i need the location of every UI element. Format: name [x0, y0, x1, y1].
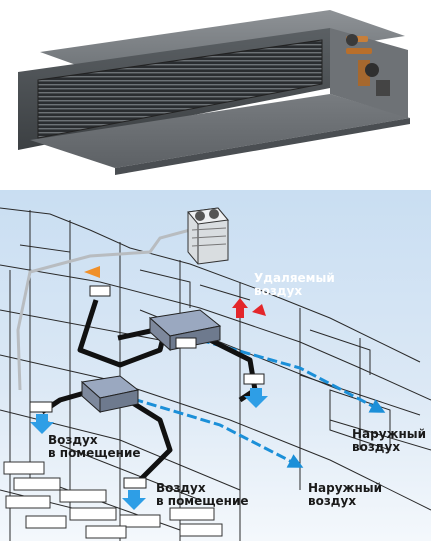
room-air-label-2-line1: Воздух: [156, 481, 206, 495]
room-terminal: [29, 401, 53, 413]
outside-air-label-2-line2: воздух: [308, 494, 357, 508]
refrigerant-pipes: [346, 34, 390, 96]
room-terminal: [243, 373, 265, 385]
ducted-unit-photo: [18, 10, 410, 175]
red-exhaust-arrow-icon: [232, 298, 266, 318]
exhaust-air-label: Удаляемый воздух: [254, 272, 335, 298]
blue-supply-arrow-icon: [30, 388, 268, 510]
outside-air-label-2: Наружный воздух: [308, 482, 382, 508]
ventilation-scheme: [0, 190, 431, 541]
refrigerant-line: [16, 228, 191, 391]
orange-arrow-icon: [84, 266, 100, 278]
room-terminal: [123, 477, 147, 489]
room-air-label-1-line1: Воздух: [48, 433, 98, 447]
room-terminal: [89, 285, 111, 297]
unit-bottom-flange: [30, 94, 410, 168]
room-terminal: [175, 337, 197, 349]
outdoor-unit-icon: [187, 207, 229, 265]
exhaust-air-label-line1: Удаляемый: [254, 271, 335, 285]
office-furniture: [3, 461, 223, 539]
room-air-label-1-line2: в помещение: [48, 446, 141, 460]
room-air-label-2-line2: в помещение: [156, 494, 249, 508]
outside-air-label-1-line2: воздух: [352, 440, 401, 454]
unit-air-grill: [37, 39, 323, 139]
room-air-label-2: Воздух в помещение: [156, 482, 249, 508]
outside-air-label-1-line1: Наружный: [352, 427, 427, 441]
room-air-label-1: Воздух в помещение: [48, 434, 141, 460]
outside-air-label-2-line1: Наружный: [308, 481, 383, 495]
exhaust-air-label-line2: воздух: [254, 284, 303, 298]
indoor-ducted-unit-2: [80, 375, 140, 414]
outside-air-label-1: Наружный воздух: [352, 428, 426, 454]
